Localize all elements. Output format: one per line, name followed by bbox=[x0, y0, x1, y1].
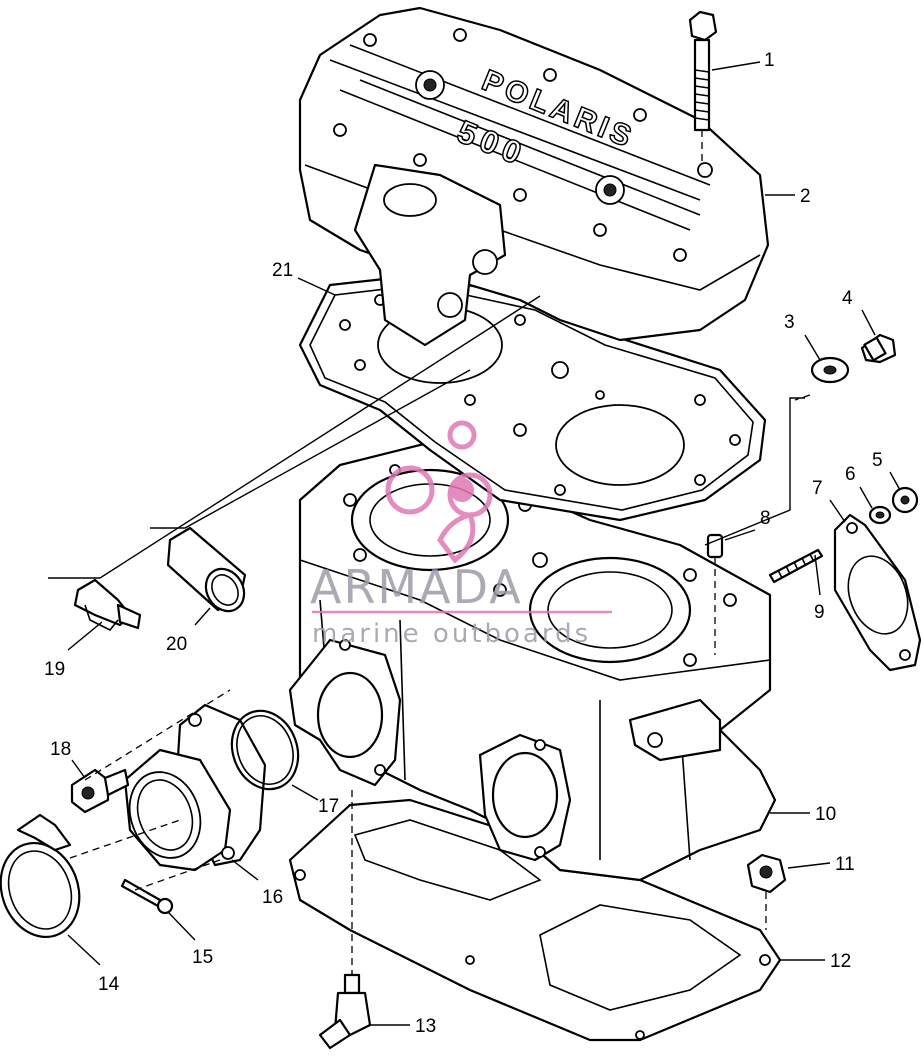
clamp-screw bbox=[120, 878, 174, 915]
watermark-brand: ARMADA bbox=[310, 560, 523, 614]
callout-3: 3 bbox=[784, 312, 795, 333]
watermark: ARMADA marine outboards bbox=[310, 420, 612, 649]
small-nut bbox=[891, 486, 919, 514]
head-bolt bbox=[688, 10, 718, 165]
callout-12: 12 bbox=[830, 951, 851, 972]
callout-14: 14 bbox=[98, 974, 120, 995]
lock-washer bbox=[868, 505, 892, 525]
base-gasket bbox=[288, 798, 782, 1042]
alignment-lines bbox=[48, 295, 811, 891]
callout-19: 19 bbox=[44, 659, 65, 680]
thermostat-sleeve bbox=[166, 526, 247, 613]
callout-15: 15 bbox=[192, 947, 213, 968]
dowel-pin bbox=[706, 533, 724, 655]
callout-7: 7 bbox=[812, 478, 823, 499]
intake-bolt bbox=[70, 768, 130, 814]
callout-numbers: 1 2 3 4 5 6 7 8 9 10 11 12 13 14 15 16 1… bbox=[44, 50, 883, 1037]
armada-logo-icon bbox=[385, 420, 493, 564]
cylinder-head: POLARIS 500 bbox=[298, 6, 770, 347]
callout-13: 13 bbox=[415, 1016, 436, 1037]
callout-5: 5 bbox=[872, 450, 883, 471]
callout-4: 4 bbox=[842, 288, 853, 309]
callout-2: 2 bbox=[800, 186, 811, 207]
temperature-sensor bbox=[73, 578, 142, 632]
hose-clamp bbox=[0, 813, 81, 939]
drain-plug bbox=[860, 333, 897, 364]
callout-11: 11 bbox=[835, 854, 855, 875]
callout-17: 17 bbox=[318, 796, 339, 817]
callout-20: 20 bbox=[166, 634, 187, 655]
o-ring bbox=[230, 709, 300, 791]
callout-1: 1 bbox=[764, 50, 775, 71]
base-nut bbox=[746, 853, 787, 930]
callout-21: 21 bbox=[272, 260, 293, 281]
callout-16: 16 bbox=[262, 887, 283, 908]
callout-9: 9 bbox=[814, 602, 825, 623]
callout-18: 18 bbox=[50, 739, 71, 760]
leader-lines bbox=[67, 61, 901, 1026]
water-fitting bbox=[318, 790, 372, 1050]
exhaust-stud bbox=[768, 548, 824, 584]
callout-6: 6 bbox=[845, 464, 856, 485]
sealing-washer bbox=[810, 356, 850, 384]
callout-8: 8 bbox=[760, 508, 771, 529]
exhaust-gasket bbox=[833, 513, 922, 672]
intake-adapter bbox=[123, 703, 267, 872]
callout-10: 10 bbox=[815, 804, 836, 825]
watermark-tagline: marine outboards bbox=[312, 619, 591, 649]
